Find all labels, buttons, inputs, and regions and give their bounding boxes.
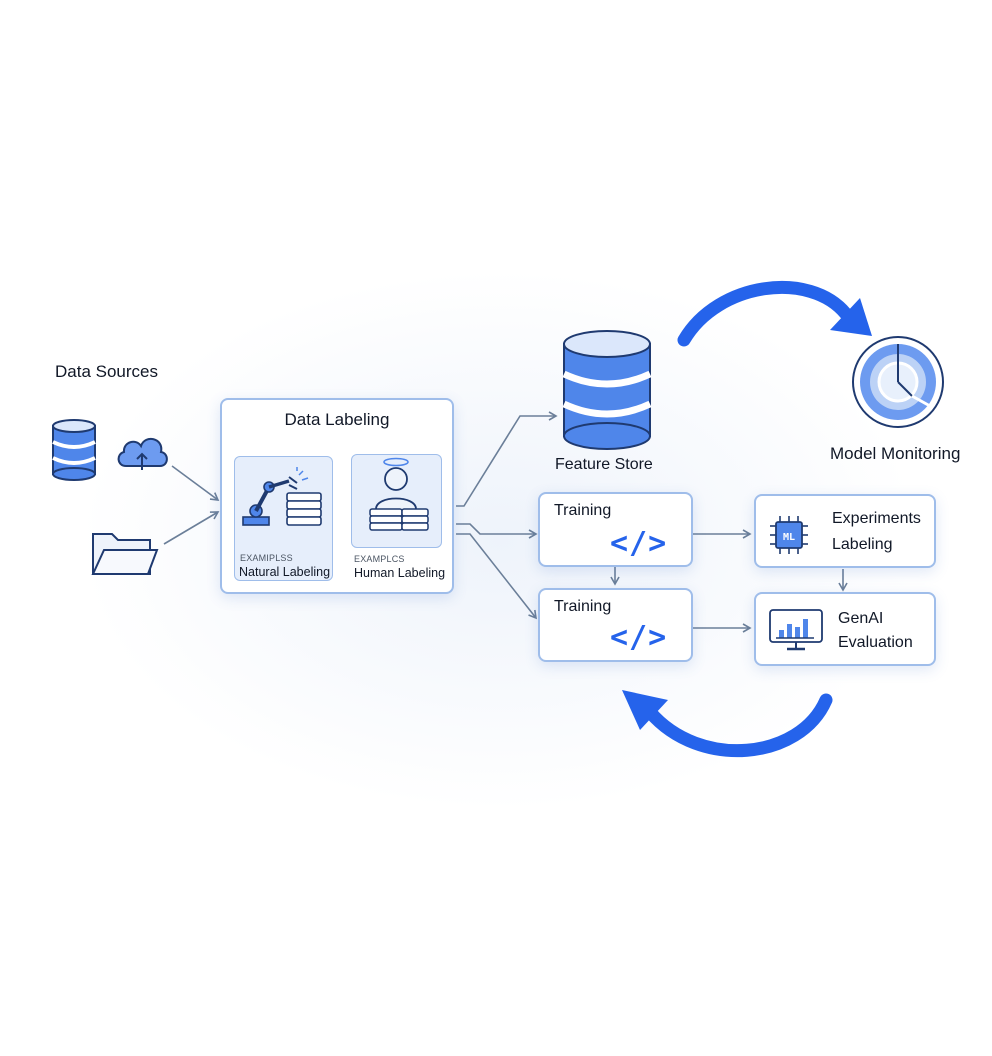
- training-top-label: Training: [554, 502, 612, 519]
- code-icon: </>: [610, 526, 668, 561]
- training-bottom-label: Training: [554, 598, 612, 615]
- training-card-top[interactable]: Training </>: [538, 492, 693, 567]
- genai-evaluation-card[interactable]: GenAI Evaluation: [754, 592, 936, 666]
- data-labeling-card[interactable]: Data Labeling EXAMIPLSS Natural Labeling: [220, 398, 454, 594]
- cycle-arrow-bottom-icon: [622, 690, 833, 758]
- experiments-line2: Labeling: [832, 536, 893, 553]
- genai-line1: GenAI: [838, 610, 884, 627]
- human-labeling-label: Human Labeling: [354, 566, 446, 580]
- data-labeling-title: Data Labeling: [284, 410, 390, 429]
- human-labeling-tag: EXAMPLCS: [354, 554, 405, 564]
- source-folder-icon: [91, 533, 159, 575]
- monitoring-gauge-icon: [852, 336, 944, 428]
- connector-labeling-to-training-top: [456, 523, 538, 539]
- natural-labeling-panel[interactable]: EXAMIPLSS Natural Labeling: [234, 456, 333, 581]
- chip-text: ML: [783, 532, 795, 543]
- connector-labeling-to-feature-store: [456, 411, 558, 507]
- connector-folder-to-labeling: [163, 511, 220, 545]
- experiments-labeling-card[interactable]: ML Experiments Labeling: [754, 494, 936, 568]
- training-card-bottom[interactable]: Training </>: [538, 588, 693, 662]
- connector-labeling-to-training-bottom: [456, 533, 537, 620]
- genai-line2: Evaluation: [838, 634, 913, 651]
- model-monitoring-label: Model Monitoring: [830, 444, 961, 463]
- robot-arm-icon: [242, 467, 322, 526]
- source-cloud-upload-icon: [117, 437, 168, 470]
- feature-store-database-icon: [562, 330, 652, 450]
- human-labeling-panel[interactable]: [351, 454, 442, 548]
- natural-labeling-tag: EXAMIPLSS: [240, 553, 293, 563]
- source-database-icon: [52, 419, 96, 481]
- natural-labeling-label: Natural Labeling: [239, 565, 331, 579]
- connector-cloud-to-labeling: [171, 465, 220, 501]
- monitor-chart-icon: [769, 609, 823, 651]
- chip-icon: ML: [770, 516, 808, 554]
- data-sources-title: Data Sources: [55, 362, 158, 381]
- cycle-arrow-top-icon: [677, 280, 872, 347]
- feature-store-label: Feature Store: [555, 456, 653, 473]
- person-icon: [369, 457, 429, 531]
- code-icon: </>: [610, 620, 668, 655]
- experiments-line1: Experiments: [832, 510, 921, 527]
